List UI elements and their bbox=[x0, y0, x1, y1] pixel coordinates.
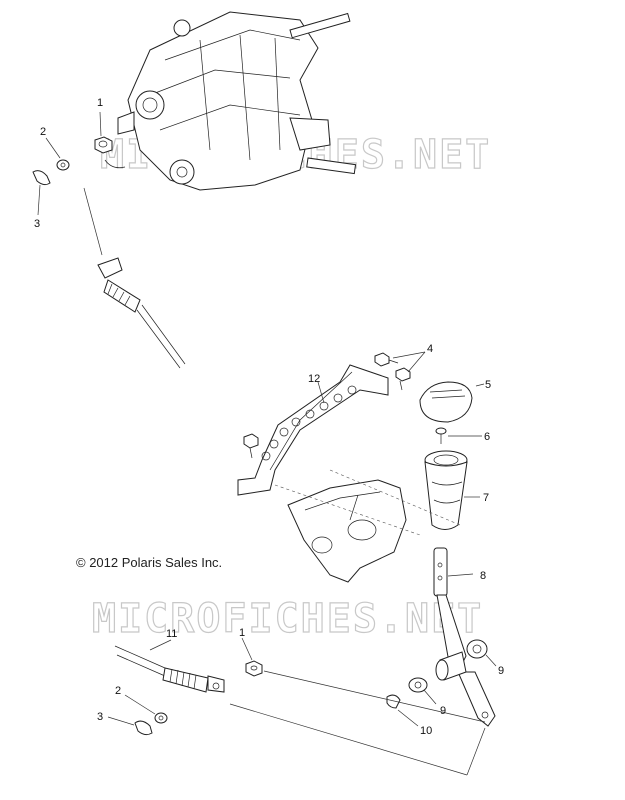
clip-part-3-bottom bbox=[134, 720, 153, 736]
callout-11: 11 bbox=[166, 628, 177, 640]
callout-2-top: 2 bbox=[40, 126, 46, 138]
knob-insert-part-5 bbox=[419, 381, 473, 423]
callout-8: 8 bbox=[480, 570, 486, 582]
callout-12: 12 bbox=[308, 373, 320, 385]
mounting-bracket-part-12 bbox=[237, 364, 389, 496]
bushing-part-9-right bbox=[466, 639, 488, 659]
copyright-text: © 2012 Polaris Sales Inc. bbox=[76, 555, 222, 570]
callout-10: 10 bbox=[420, 725, 432, 737]
callout-3-top: 3 bbox=[34, 218, 40, 230]
callout-7: 7 bbox=[483, 492, 489, 504]
callout-3-bottom: 3 bbox=[97, 711, 103, 723]
callout-9-right: 9 bbox=[498, 665, 504, 677]
washer-part-2-top bbox=[56, 159, 70, 171]
pivot-sleeve bbox=[435, 651, 467, 681]
clip-part-10 bbox=[386, 694, 401, 709]
shift-lever-part-8 bbox=[433, 547, 496, 727]
callout-6: 6 bbox=[484, 431, 490, 443]
bushing-part-9-left bbox=[408, 677, 428, 693]
washer-part-2-bottom bbox=[154, 712, 168, 724]
callout-4: 4 bbox=[427, 343, 433, 355]
bolts-part-4 bbox=[374, 352, 411, 391]
transmission-assembly bbox=[117, 11, 357, 191]
callout-5: 5 bbox=[485, 379, 491, 391]
watermark-bottom: MICROFICHES.NET bbox=[92, 596, 483, 642]
callout-9-left: 9 bbox=[440, 705, 446, 717]
shift-cable-part-11 bbox=[114, 645, 225, 693]
shifter-housing bbox=[287, 479, 407, 583]
nut-part-1-bottom bbox=[245, 660, 263, 677]
shift-cable-end-top bbox=[97, 257, 186, 369]
screw-part-6 bbox=[435, 427, 447, 444]
callout-2-bottom: 2 bbox=[115, 685, 121, 697]
nut-part-1-top bbox=[94, 136, 113, 154]
callout-1-bottom: 1 bbox=[239, 627, 245, 639]
bolt-bracket-left bbox=[243, 433, 259, 459]
clip-part-3-top bbox=[32, 170, 51, 186]
shift-knob-part-7 bbox=[424, 450, 468, 530]
callout-1-top: 1 bbox=[97, 97, 103, 109]
